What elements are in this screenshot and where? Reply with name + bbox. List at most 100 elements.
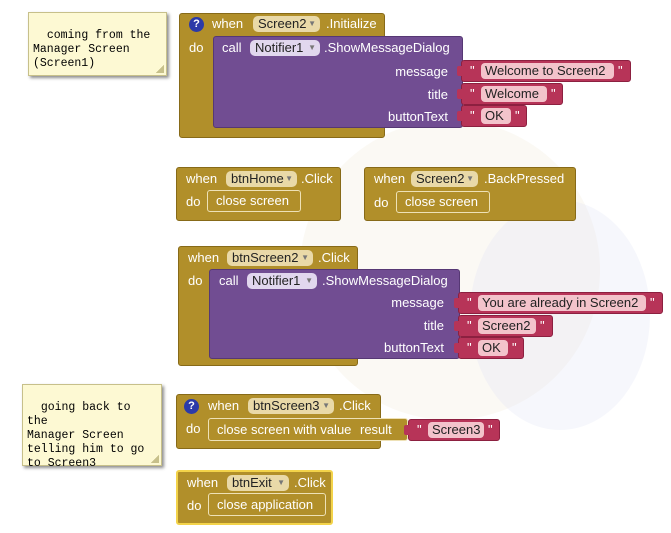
close-screen-with-value-block[interactable]: close screen with value result (208, 418, 408, 441)
chevron-down-icon: ▼ (301, 253, 309, 262)
chevron-down-icon: ▼ (308, 19, 316, 28)
component-dropdown[interactable]: Screen2 ▼ (411, 171, 478, 187)
buttontext-param-label: buttonText (384, 340, 444, 355)
socket-plug (457, 66, 462, 76)
message-param-label: message (391, 295, 444, 310)
title-param-label: title (427, 87, 448, 102)
chevron-down-icon: ▼ (285, 174, 293, 183)
method-name: .ShowMessageDialog (324, 40, 450, 55)
comment-text: coming from the Manager Screen (Screen1) (33, 29, 151, 70)
chevron-down-icon: ▼ (322, 401, 330, 410)
component-dropdown[interactable]: btnScreen3 ▼ (248, 398, 334, 414)
close-screen-block[interactable]: close screen (396, 191, 490, 213)
result-param-label: result (360, 422, 392, 437)
do-keyword: do (186, 421, 201, 436)
component-name: btnScreen3 (253, 398, 320, 413)
notifier-name: Notifier1 (252, 273, 301, 288)
chevron-down-icon: ▼ (308, 43, 316, 52)
text-value[interactable]: OK (478, 340, 508, 356)
when-keyword: when (208, 398, 240, 413)
event-name: .Click (339, 398, 371, 413)
socket-plug (454, 343, 459, 353)
event-name: .Initialize (326, 16, 377, 31)
quote-icon: " (540, 318, 545, 333)
text-value[interactable]: Screen2 (478, 318, 536, 334)
component-dropdown[interactable]: btnScreen2 ▼ (227, 250, 313, 266)
text-block-message[interactable]: " You are already in Screen2 " (454, 292, 663, 314)
do-keyword: do (188, 273, 203, 288)
component-name: btnHome (231, 171, 284, 186)
notifier-call-block[interactable]: call Notifier1 ▼ .ShowMessageDialog mess… (213, 36, 463, 128)
quote-icon: " (470, 86, 475, 101)
action-label: close screen (405, 194, 478, 209)
quote-icon: " (467, 318, 472, 333)
event-name: .Click (318, 250, 350, 265)
quote-icon: " (467, 295, 472, 310)
text-value[interactable]: You are already in Screen2 (478, 295, 646, 311)
quote-icon: " (515, 108, 520, 123)
call-keyword: call (219, 273, 239, 288)
quote-icon: " (650, 295, 655, 310)
notifier-dropdown[interactable]: Notifier1 ▼ (250, 40, 320, 56)
socket-plug (457, 111, 462, 121)
socket-plug (454, 321, 459, 331)
when-keyword: when (374, 171, 406, 186)
text-block-title[interactable]: " Welcome " (457, 83, 563, 105)
quote-icon: " (512, 340, 517, 355)
when-keyword: when (187, 475, 219, 490)
text-value[interactable]: Welcome (481, 86, 547, 102)
event-block-btnhome-click[interactable]: when btnHome ▼ .Click do (176, 167, 341, 221)
do-keyword: do (187, 498, 202, 513)
when-keyword: when (212, 16, 244, 31)
quote-icon: " (551, 86, 556, 101)
quote-icon: " (470, 108, 475, 123)
event-name: .BackPressed (484, 171, 565, 186)
method-name: .ShowMessageDialog (322, 273, 448, 288)
quote-icon: " (467, 340, 472, 355)
text-block-button[interactable]: " OK " (454, 337, 524, 359)
buttontext-param-label: buttonText (388, 109, 448, 124)
socket-plug (404, 425, 409, 435)
component-name: Screen2 (416, 171, 465, 186)
text-block-title[interactable]: " Screen2 " (454, 315, 553, 337)
chevron-down-icon: ▼ (466, 174, 474, 183)
component-dropdown[interactable]: btnHome ▼ (226, 171, 297, 187)
close-application-block[interactable]: close application (208, 493, 326, 516)
event-name: .Click (294, 475, 326, 490)
text-value[interactable]: OK (481, 108, 511, 124)
component-dropdown[interactable]: Screen2 ▼ (253, 16, 320, 32)
action-label: close screen (216, 193, 289, 208)
chevron-down-icon: ▼ (277, 478, 285, 487)
do-keyword: do (374, 195, 389, 210)
chevron-down-icon: ▼ (305, 276, 313, 285)
do-keyword: do (189, 40, 204, 55)
component-name: Screen2 (258, 16, 307, 31)
event-name: .Click (301, 171, 333, 186)
help-icon[interactable]: ? (189, 17, 204, 32)
quote-icon: " (488, 422, 493, 437)
close-screen-block[interactable]: close screen (207, 190, 301, 212)
text-block-message[interactable]: " Welcome to Screen2 " (457, 60, 631, 82)
comment-note[interactable]: coming from the Manager Screen (Screen1) (28, 12, 167, 76)
resize-grip-icon[interactable] (151, 455, 159, 463)
notifier-call-block[interactable]: call Notifier1 ▼ .ShowMessageDialog mess… (209, 269, 460, 359)
text-block-result[interactable]: " Screen3 " (404, 419, 500, 441)
resize-grip-icon[interactable] (156, 65, 164, 73)
component-name: btnExit (232, 475, 272, 490)
action-label: close application (217, 497, 314, 512)
action-label: close screen with value (217, 422, 352, 437)
quote-icon: " (618, 63, 623, 78)
component-dropdown[interactable]: btnExit ▼ (227, 475, 289, 491)
text-value[interactable]: Welcome to Screen2 (481, 63, 614, 79)
call-keyword: call (222, 40, 242, 55)
text-value[interactable]: Screen3 (428, 422, 484, 438)
title-param-label: title (423, 318, 444, 333)
text-block-button[interactable]: " OK " (457, 105, 527, 127)
when-keyword: when (186, 171, 218, 186)
quote-icon: " (470, 63, 475, 78)
component-name: btnScreen2 (232, 250, 299, 265)
comment-note[interactable]: going back to the Manager Screen telling… (22, 384, 162, 470)
help-icon[interactable]: ? (184, 399, 199, 414)
when-keyword: when (188, 250, 220, 265)
notifier-dropdown[interactable]: Notifier1 ▼ (247, 273, 317, 289)
